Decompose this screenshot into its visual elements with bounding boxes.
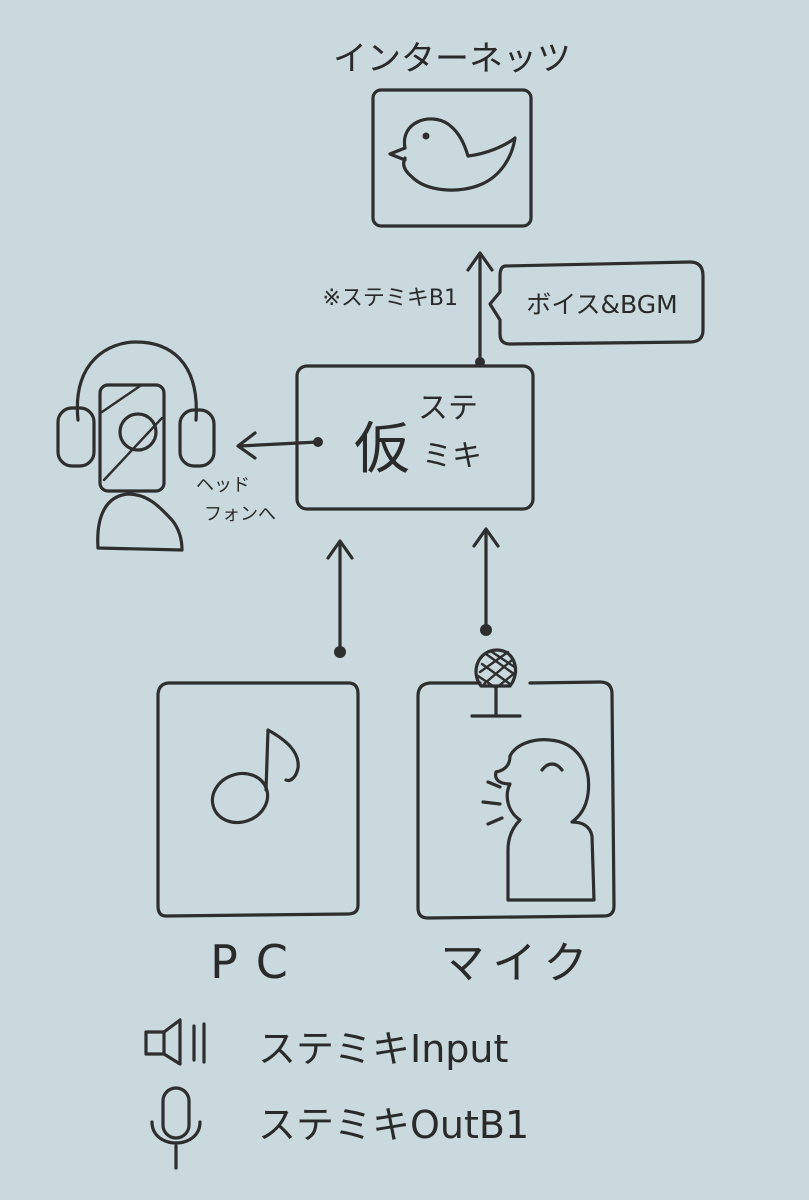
virtual-mixer-box bbox=[295, 364, 535, 511]
internet-box bbox=[371, 88, 533, 228]
edge-pc-to-mixer bbox=[326, 539, 354, 658]
callout-bubble bbox=[488, 260, 705, 346]
legend-item-output: ステミキOutB1 bbox=[150, 1086, 529, 1170]
internet-label: インターネッツ bbox=[333, 39, 571, 79]
legend-output-text: ステミキOutB1 bbox=[258, 1103, 529, 1147]
bird-icon bbox=[388, 117, 517, 192]
virtual-mixer-label-bottom: ミキ bbox=[422, 439, 482, 474]
headphones-person-icon bbox=[56, 340, 216, 552]
virtual-mixer-label-main: 仮 bbox=[354, 417, 410, 482]
pc-label: PC bbox=[210, 935, 306, 989]
legend-item-input: ステミキInput bbox=[144, 1018, 508, 1071]
speaker-icon bbox=[144, 1018, 206, 1066]
singing-person-icon bbox=[481, 738, 596, 902]
headphones-label-line2: フォンへ bbox=[204, 504, 276, 525]
microphone-icon bbox=[470, 648, 522, 718]
mic-node: マイク bbox=[416, 648, 616, 989]
edge-mixer-to-headphones: ヘッド フォンへ bbox=[196, 431, 323, 525]
virtual-mixer-label-top: ステ bbox=[418, 391, 478, 426]
edge-label-b1: ※ステミキB1 bbox=[322, 286, 458, 311]
pc-node: PC bbox=[156, 681, 360, 989]
pc-box bbox=[156, 681, 360, 918]
mic-label: マイク bbox=[440, 938, 595, 989]
microphone-legend-icon bbox=[150, 1086, 202, 1170]
legend: ステミキInput ステミキOutB1 bbox=[144, 1018, 529, 1170]
headphones-label-line1: ヘッド bbox=[196, 475, 250, 496]
mic-box bbox=[416, 680, 616, 920]
legend-input-text: ステミキInput bbox=[258, 1027, 508, 1071]
edge-mic-to-mixer bbox=[472, 527, 500, 636]
virtual-mixer-node: 仮 ステ ミキ bbox=[295, 364, 535, 511]
internet-node: インターネッツ bbox=[333, 39, 571, 228]
edge-mixer-to-internet: ※ステミキB1 ボイス&BGM bbox=[322, 251, 705, 367]
music-note-icon bbox=[210, 728, 300, 825]
callout-label: ボイス&BGM bbox=[526, 290, 677, 319]
